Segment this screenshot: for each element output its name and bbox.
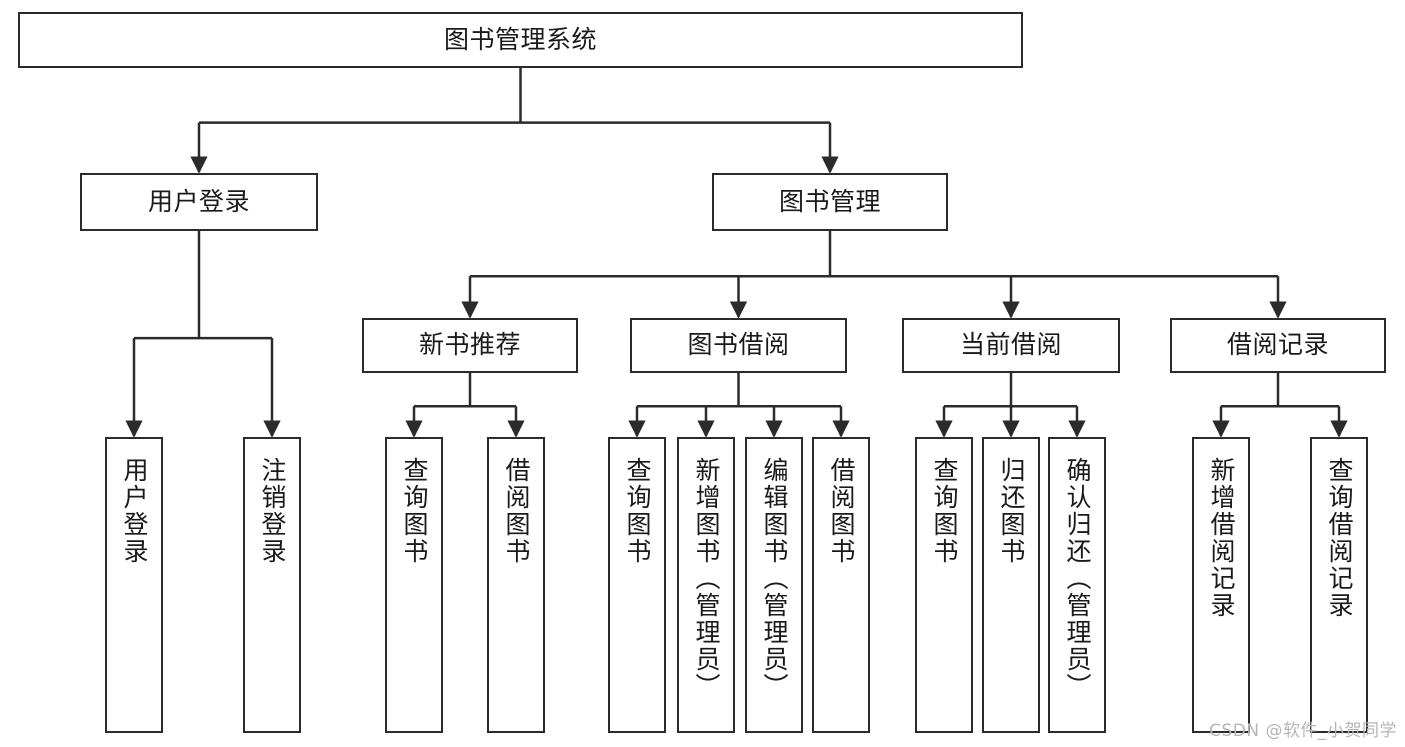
node-label: 用户登录 xyxy=(120,457,149,565)
node-borrow-record[interactable]: 借阅记录 xyxy=(1170,318,1386,373)
node-new-book-rec[interactable]: 新书推荐 xyxy=(362,318,578,373)
node-label: 编辑图书（管理员） xyxy=(760,457,789,700)
node-leaf-borrow-lend[interactable]: 借阅图书 xyxy=(812,437,870,733)
node-label: 图书管理系统 xyxy=(443,24,597,54)
node-label: 注销登录 xyxy=(258,457,287,565)
node-label: 查询图书 xyxy=(400,457,429,565)
node-leaf-user-logout[interactable]: 注销登录 xyxy=(243,437,301,733)
node-label: 新增借阅记录 xyxy=(1207,457,1236,619)
node-label: 查询图书 xyxy=(623,457,652,565)
node-label: 借阅图书 xyxy=(827,457,856,565)
node-label: 借阅记录 xyxy=(1226,330,1329,360)
node-leaf-cur-return[interactable]: 归还图书 xyxy=(982,437,1040,733)
node-leaf-rec-add[interactable]: 新增借阅记录 xyxy=(1192,437,1250,733)
node-label: 归还图书 xyxy=(997,457,1026,565)
node-root[interactable]: 图书管理系统 xyxy=(18,12,1023,68)
node-user-login[interactable]: 用户登录 xyxy=(80,173,318,231)
node-label: 图书借阅 xyxy=(687,330,790,360)
node-leaf-rec-query2[interactable]: 查询借阅记录 xyxy=(1310,437,1368,733)
node-label: 查询借阅记录 xyxy=(1325,457,1354,619)
node-leaf-borrow-add[interactable]: 新增图书（管理员） xyxy=(677,437,735,733)
node-current-borrow[interactable]: 当前借阅 xyxy=(902,318,1120,373)
node-label: 新增图书（管理员） xyxy=(692,457,721,700)
node-book-borrow[interactable]: 图书借阅 xyxy=(630,318,847,373)
node-label: 借阅图书 xyxy=(502,457,531,565)
node-label: 图书管理 xyxy=(778,186,881,216)
node-label: 确认归还（管理员） xyxy=(1063,457,1092,700)
node-leaf-rec-query[interactable]: 查询图书 xyxy=(385,437,443,733)
node-leaf-cur-confirm[interactable]: 确认归还（管理员） xyxy=(1048,437,1106,733)
node-leaf-rec-borrow[interactable]: 借阅图书 xyxy=(487,437,545,733)
node-leaf-borrow-edit[interactable]: 编辑图书（管理员） xyxy=(745,437,803,733)
node-book-manage[interactable]: 图书管理 xyxy=(712,173,948,231)
node-leaf-borrow-query[interactable]: 查询图书 xyxy=(608,437,666,733)
node-label: 当前借阅 xyxy=(959,330,1062,360)
node-leaf-user-login[interactable]: 用户登录 xyxy=(105,437,163,733)
node-leaf-cur-query[interactable]: 查询图书 xyxy=(915,437,973,733)
node-label: 用户登录 xyxy=(147,186,250,216)
node-label: 新书推荐 xyxy=(418,330,521,360)
node-label: 查询图书 xyxy=(930,457,959,565)
